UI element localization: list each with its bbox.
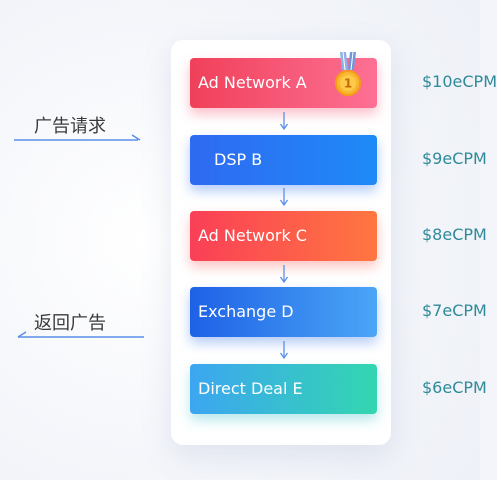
down-arrow-icon — [279, 188, 289, 207]
card-label: Ad Network A — [198, 73, 307, 92]
price-label: $9eCPM — [422, 149, 487, 168]
return-label: 返回广告 — [34, 313, 106, 334]
request-arrow-icon — [14, 134, 144, 146]
down-arrow-icon — [279, 112, 289, 131]
medal-rank: 1 — [344, 77, 352, 91]
price-label: $10eCPM — [422, 72, 497, 91]
down-arrow-icon — [279, 265, 289, 284]
card-label: Ad Network C — [198, 226, 307, 245]
price-label: $8eCPM — [422, 225, 487, 244]
waterfall-card-ad-network-c[interactable]: Ad Network C — [190, 211, 377, 261]
waterfall-card-exchange-d[interactable]: Exchange D — [190, 287, 377, 337]
card-label: Exchange D — [198, 302, 294, 321]
down-arrow-icon — [279, 341, 289, 360]
request-label: 广告请求 — [34, 116, 106, 137]
card-label: DSP B — [214, 150, 263, 169]
waterfall-card-direct-deal-e[interactable]: Direct Deal E — [190, 364, 377, 414]
gold-medal-icon: 1 — [334, 51, 362, 98]
waterfall-card-dsp-b[interactable]: DSP B — [190, 135, 377, 185]
price-label: $6eCPM — [422, 378, 487, 397]
price-label: $7eCPM — [422, 301, 487, 320]
return-arrow-icon — [14, 331, 144, 343]
card-label: Direct Deal E — [198, 379, 303, 398]
